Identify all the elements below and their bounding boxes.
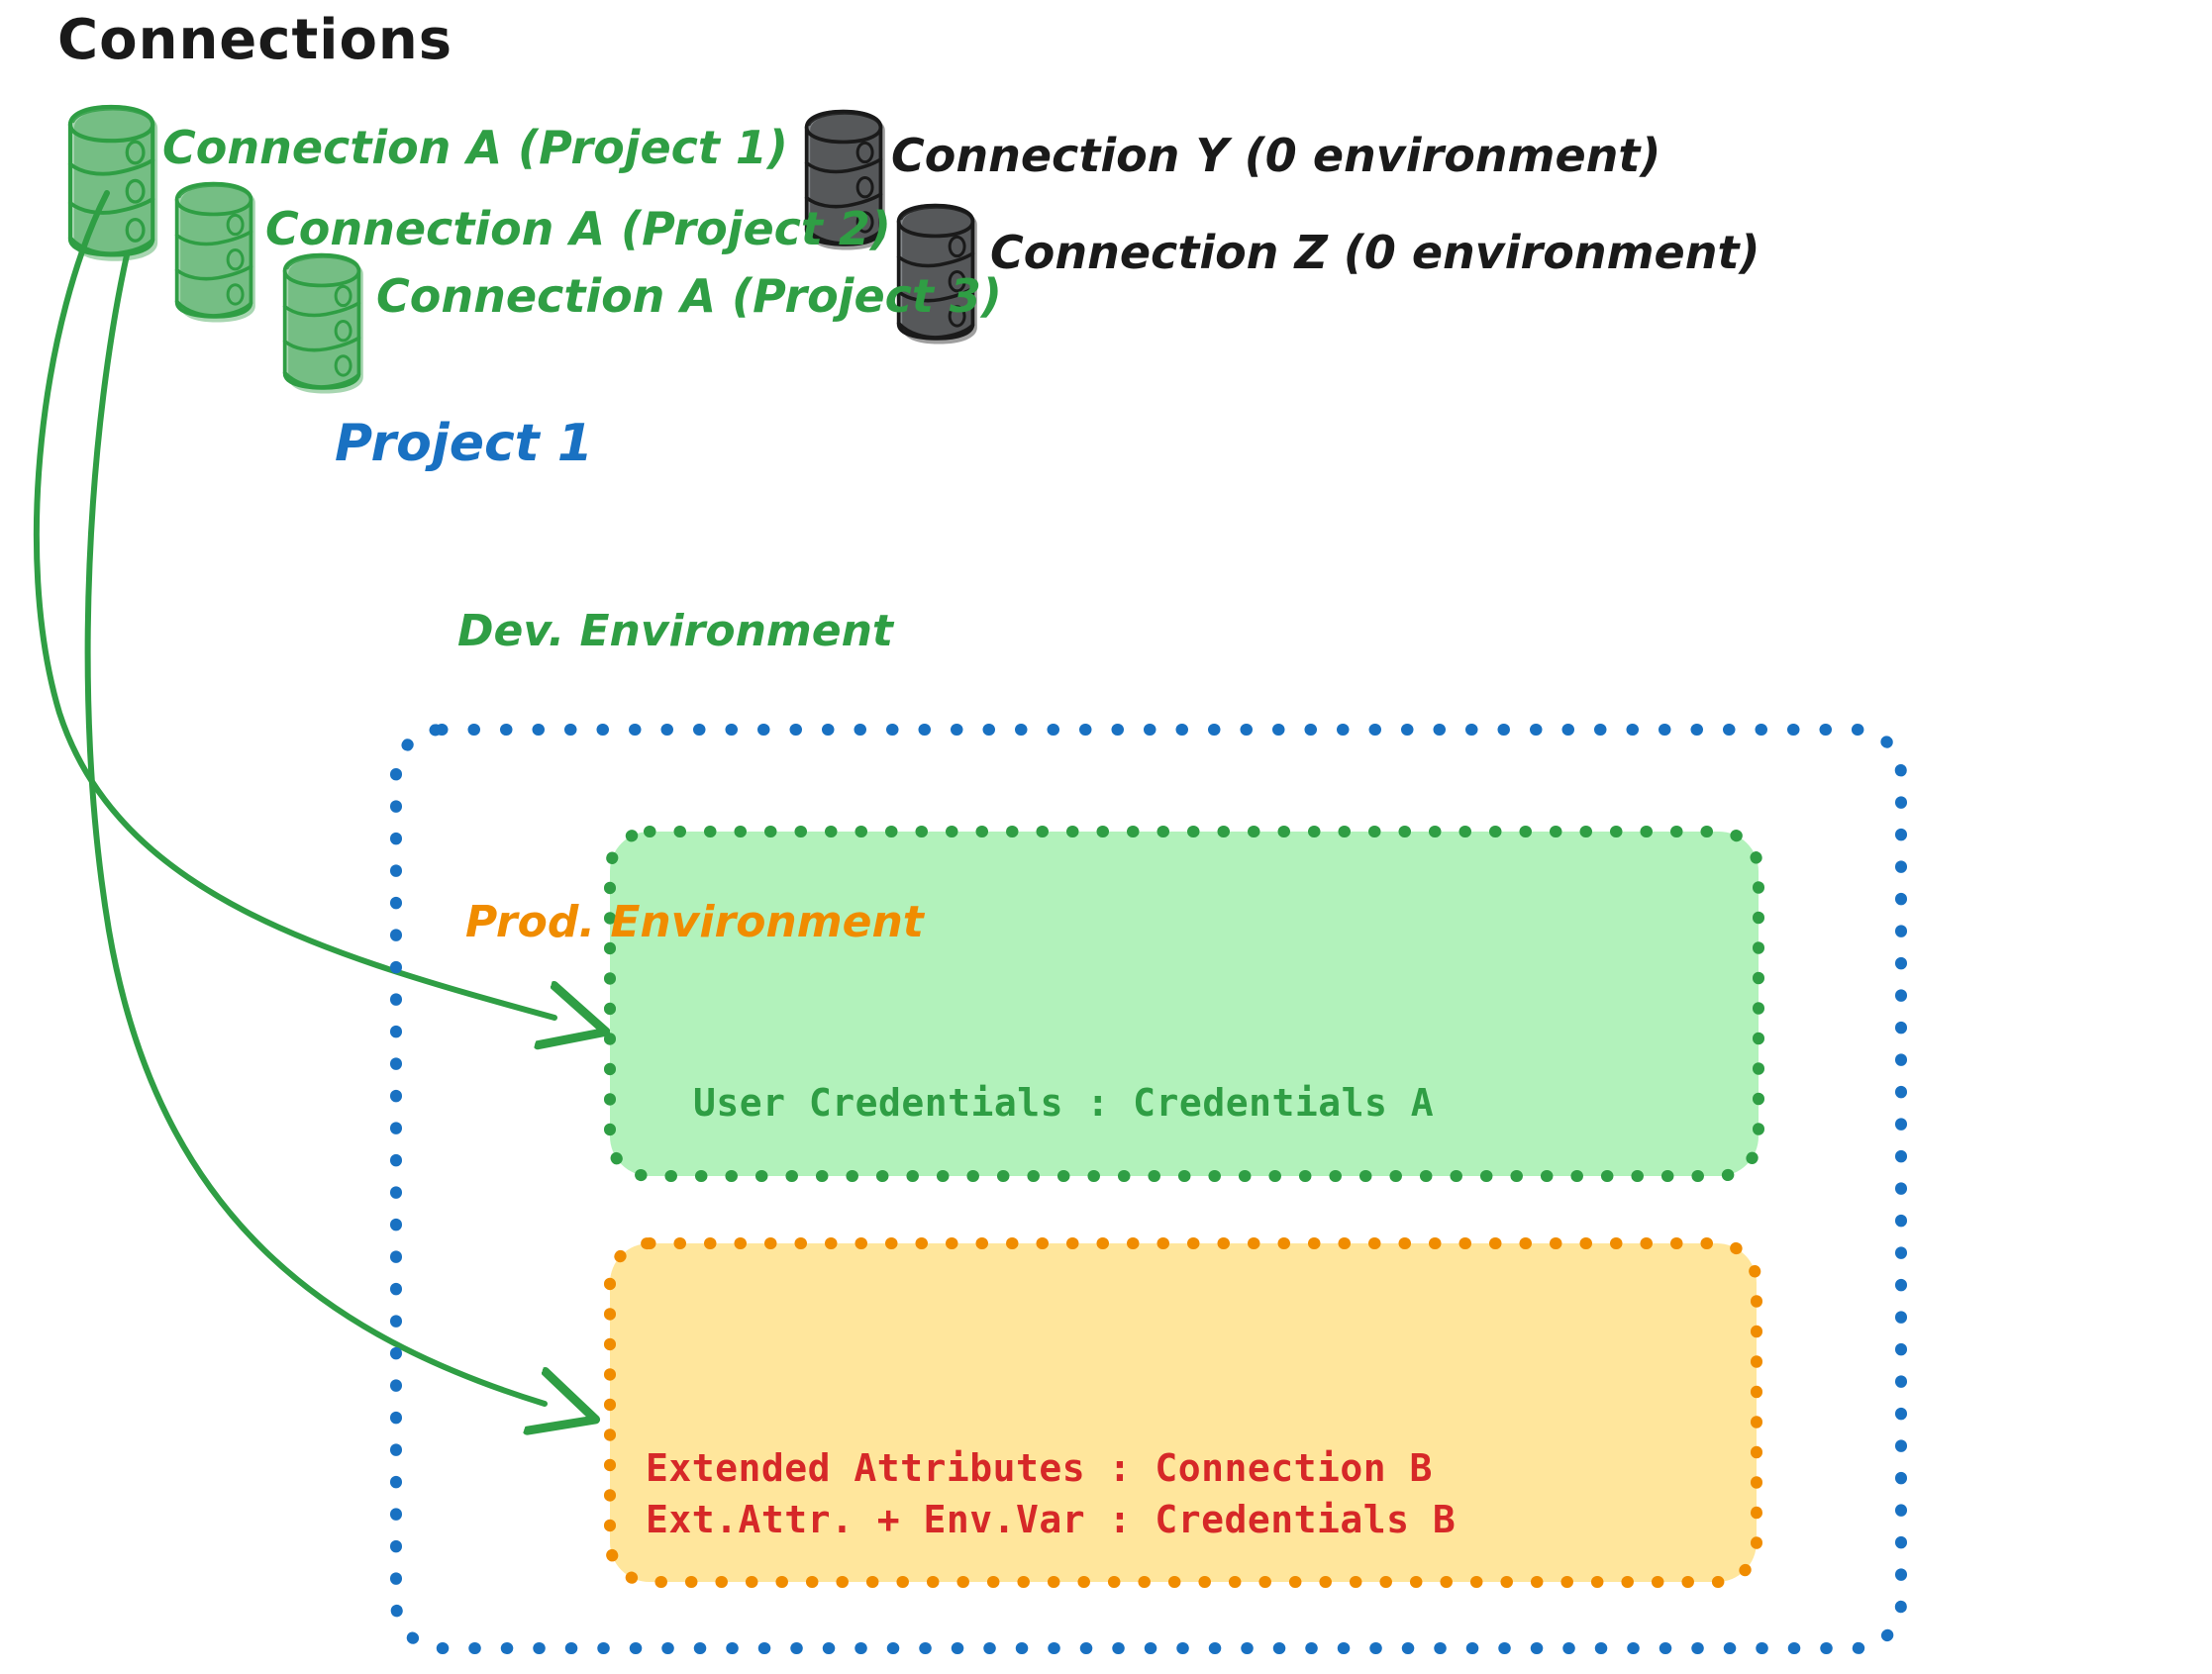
database-icon-conn-z bbox=[895, 202, 979, 346]
arrow-to-dev-environment bbox=[33, 190, 554, 1018]
dev-environment-title: Dev. Environment bbox=[457, 606, 893, 656]
database-icon-conn-a-project-1 bbox=[69, 105, 157, 261]
database-icon-conn-y bbox=[803, 108, 887, 252]
dev-environment-credentials-line: User Credentials : Credentials A bbox=[693, 1081, 1435, 1125]
connection-label-conn-a-project-3: Connection A (Project 3) bbox=[376, 269, 1002, 323]
database-icon-conn-a-project-2 bbox=[173, 180, 257, 325]
prod-environment-title: Prod. Environment bbox=[465, 897, 924, 947]
connection-label-conn-z: Connection Z (0 environment) bbox=[990, 226, 1760, 279]
prod-environment-credentials-line: Ext.Attr. + Env.Var : Credentials B bbox=[646, 1498, 1457, 1541]
dev-environment-box bbox=[604, 826, 1764, 1182]
prod-environment-attributes-line: Extended Attributes : Connection B bbox=[646, 1446, 1433, 1490]
connection-label-conn-y: Connection Y (0 environment) bbox=[891, 129, 1661, 182]
database-icon-conn-a-project-3 bbox=[281, 251, 365, 396]
arrow-to-prod-environment bbox=[84, 252, 545, 1404]
project-title: Project 1 bbox=[335, 414, 593, 473]
page-title: Connections bbox=[57, 8, 453, 72]
project-boundary-box bbox=[390, 724, 1907, 1654]
connection-label-conn-a-project-1: Connection A (Project 1) bbox=[162, 121, 788, 174]
connection-label-conn-a-project-2: Connection A (Project 2) bbox=[265, 202, 891, 255]
prod-environment-box bbox=[604, 1237, 1762, 1588]
